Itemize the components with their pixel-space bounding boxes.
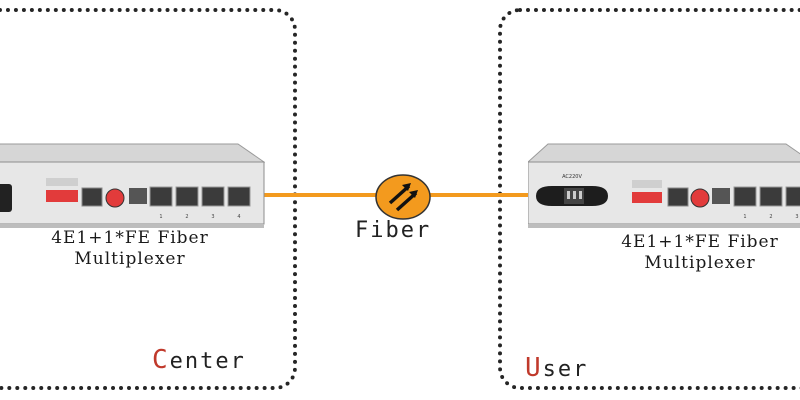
console-port-icon	[81, 187, 103, 207]
user-title-rest: ser	[542, 357, 589, 382]
dip-switch-icon	[46, 178, 78, 202]
dip-switch-icon	[632, 180, 662, 203]
rj45-port-group	[733, 186, 800, 207]
power-socket-icon	[0, 184, 12, 212]
center-caption-line2: Multiplexer	[74, 249, 186, 269]
center-caption-line1: 4E1+1*FE Fiber	[51, 228, 209, 248]
rj45-port-group	[149, 186, 251, 207]
center-device-caption: 4E1+1*FE Fiber Multiplexer	[10, 228, 250, 270]
port-number-1: 1	[159, 214, 162, 220]
center-zone-title: Center	[152, 345, 246, 375]
center-zone	[0, 8, 297, 390]
user-zone-title: User	[525, 353, 588, 383]
user-caption-line1: 4E1+1*FE Fiber	[621, 232, 779, 252]
port-number-1: 1	[743, 214, 746, 220]
fiber-port-icon	[690, 188, 710, 208]
fiber-port-icon	[105, 188, 125, 208]
port-number-2: 2	[769, 214, 772, 220]
user-zone	[498, 8, 800, 390]
console-port-icon	[667, 187, 689, 207]
user-device-caption: 4E1+1*FE Fiber Multiplexer	[580, 232, 800, 274]
port-number-4: 4	[237, 214, 240, 220]
center-multiplexer-device: 1 2 3 4	[0, 143, 265, 228]
fiber-line-right	[430, 193, 530, 197]
user-caption-line2: Multiplexer	[644, 253, 756, 273]
fiber-transceiver-icon	[375, 174, 431, 220]
port-number-2: 2	[185, 214, 188, 220]
user-title-initial: U	[525, 353, 543, 383]
center-title-rest: enter	[169, 349, 246, 374]
fiber-line-left	[262, 193, 376, 197]
port-number-3: 3	[211, 214, 214, 220]
center-title-initial: C	[152, 345, 170, 375]
port-number-3: 3	[795, 214, 798, 220]
power-label: AC220V	[562, 174, 582, 180]
power-socket-icon	[536, 186, 608, 206]
user-multiplexer-device: AC220V 1 2 3	[528, 143, 800, 228]
fiber-label: Fiber	[355, 218, 432, 243]
